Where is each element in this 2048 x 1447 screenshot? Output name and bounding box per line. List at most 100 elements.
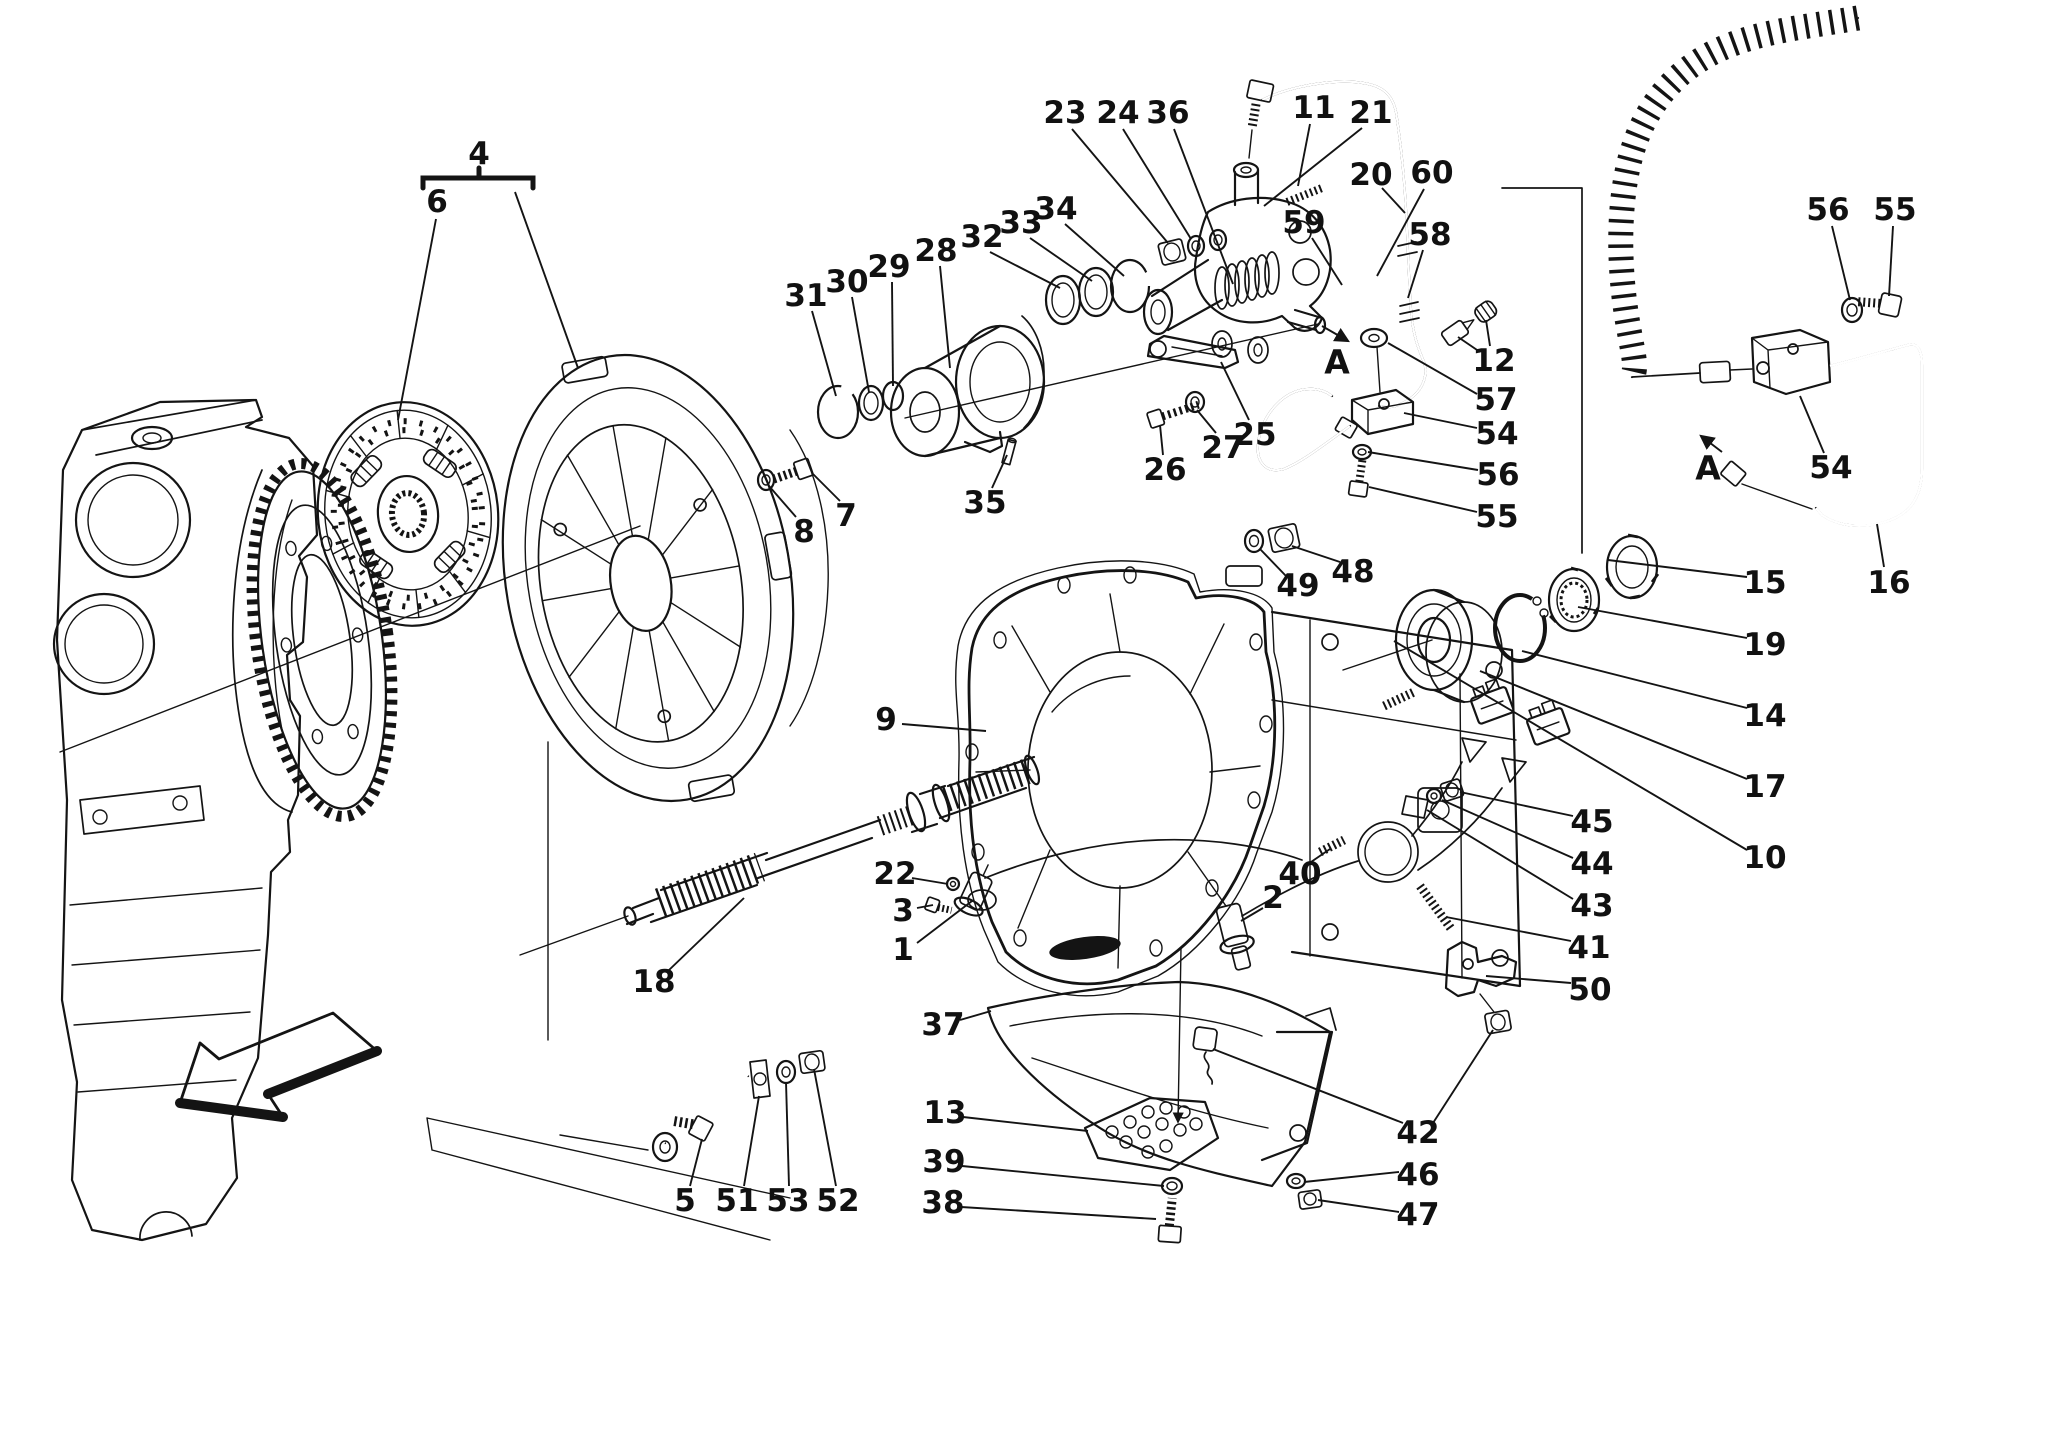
part-callout-11: 11 (1292, 90, 1335, 126)
flywheel-ring-gear (246, 457, 398, 823)
part-callout-58: 58 (1408, 217, 1451, 253)
part-callout-4: 4 (468, 136, 490, 172)
flexible-hose (559, 1047, 826, 1163)
coiled-conduit (1608, 5, 1861, 384)
leader-line-9 (901, 723, 987, 732)
leader-line-56 (1367, 451, 1479, 471)
construction-lines (59, 187, 1583, 1241)
part-callout-31: 31 (784, 278, 827, 314)
part-callout-55: 55 (1873, 192, 1916, 228)
part-callout-57: 57 (1474, 382, 1517, 418)
leader-line-17 (1479, 670, 1748, 780)
part-callout-18: 18 (632, 964, 675, 1000)
part-callout-7: 7 (835, 498, 857, 534)
leader-line-42 (1432, 1029, 1494, 1124)
part-callout-52: 52 (816, 1183, 859, 1219)
leader-line-46 (1303, 1171, 1400, 1183)
part-callout-49: 49 (1276, 568, 1319, 604)
leader-line-26 (1159, 424, 1164, 456)
speed-sensor-1 (924, 864, 993, 917)
part-callout-54: 54 (1475, 416, 1518, 452)
part-callout-39: 39 (922, 1144, 965, 1180)
leader-line-52 (813, 1068, 837, 1187)
part-callout-33: 33 (999, 205, 1042, 241)
leader-line-27 (1196, 409, 1217, 434)
leader-line-57 (1387, 342, 1478, 395)
part-callout-45: 45 (1570, 804, 1613, 840)
leader-line-29 (891, 281, 894, 387)
part-callout-12: 12 (1472, 343, 1515, 379)
rigid-pipe-16 (1814, 343, 1924, 527)
part-callout-34: 34 (1034, 191, 1077, 227)
leader-line-13 (962, 1116, 1089, 1132)
leader-line-38 (960, 1206, 1157, 1220)
heat-shield (986, 980, 1337, 1188)
part-callout-56: 56 (1476, 457, 1519, 493)
leader-line-12 (1457, 336, 1481, 353)
part-callout-29: 29 (867, 249, 910, 285)
leader-line-21 (1263, 127, 1363, 207)
part-callout-53: 53 (766, 1183, 809, 1219)
pipe-junction-block (1334, 327, 1415, 498)
leader-line-34 (1064, 223, 1125, 277)
pressure-plate (501, 353, 829, 803)
leader-line-18 (667, 897, 745, 972)
leader-line-19 (1577, 606, 1748, 639)
shaft-bearing-group (1382, 533, 1660, 711)
leader-line-49 (1259, 548, 1287, 577)
part-callout-24: 24 (1096, 95, 1139, 131)
leader-line-15 (1607, 559, 1748, 578)
leader-line-14 (1521, 650, 1748, 709)
part-callout-43: 43 (1570, 888, 1613, 924)
leader-line-54 (1403, 412, 1478, 429)
leader-line-5 (689, 1138, 703, 1187)
leader-line-2 (1240, 907, 1264, 922)
slave-cylinder-spring (1214, 251, 1280, 310)
leader-line-53 (785, 1081, 790, 1187)
leader-line-23 (1071, 128, 1169, 244)
bleed-screws (1440, 300, 1498, 347)
view-letter-A: A (1324, 343, 1350, 382)
leader-line-22 (911, 877, 949, 885)
leader-line-55 (1888, 225, 1894, 297)
part-callout-9: 9 (875, 702, 897, 738)
leader-line-42 (1212, 1048, 1404, 1124)
clutch-disc (316, 401, 500, 627)
leader-line-59 (1311, 237, 1343, 286)
part-callout-13: 13 (923, 1095, 966, 1131)
part-callout-17: 17 (1743, 769, 1786, 805)
leader-line-44 (1441, 799, 1574, 859)
release-bearing (889, 315, 1046, 466)
leader-line-55 (1368, 486, 1478, 513)
leader-line-37 (959, 1010, 992, 1021)
part-callout-60: 60 (1410, 155, 1453, 191)
leader-line-50 (1485, 975, 1572, 984)
part-callout-28: 28 (914, 233, 957, 269)
leader-line-47 (1317, 1199, 1400, 1213)
hydraulic-pipe (1246, 79, 1427, 409)
part-callout-16: 16 (1867, 565, 1910, 601)
part-callout-44: 44 (1570, 846, 1613, 882)
cable-fasteners (1317, 778, 1465, 933)
part-callout-8: 8 (793, 514, 815, 550)
part-callout-26: 26 (1143, 452, 1186, 488)
leader-line-48 (1291, 545, 1341, 563)
input-shaft (623, 754, 1041, 926)
part-callout-3: 3 (892, 893, 914, 929)
leader-line-25 (1220, 361, 1250, 421)
leader-line-11 (1297, 123, 1311, 187)
leader-line-32 (989, 251, 1061, 289)
leader-line-28 (939, 265, 951, 369)
loop-hose (1256, 387, 1352, 472)
part-callout-46: 46 (1396, 1157, 1439, 1193)
leader-line-33 (1029, 237, 1093, 282)
leader-line-24 (1122, 128, 1192, 240)
leader-line-35 (991, 454, 1008, 489)
leader-line-10 (1393, 640, 1748, 851)
leader-line-43 (1426, 809, 1574, 900)
part-callout-40: 40 (1278, 856, 1321, 892)
leader-line-6 (397, 218, 437, 421)
leader-line-45 (1459, 791, 1574, 817)
